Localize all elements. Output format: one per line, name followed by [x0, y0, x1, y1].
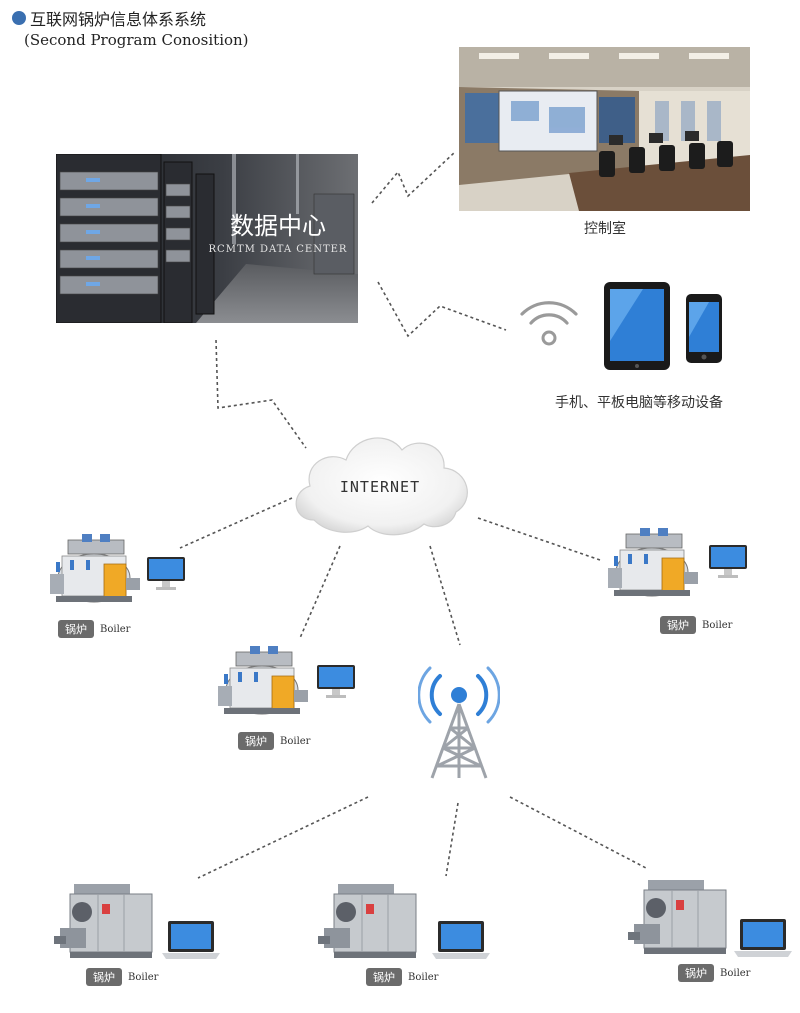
link-tower-boiler-bottom-left [197, 796, 369, 879]
server-rack-icon: 数据中心 RCMTM DATA CENTER [56, 154, 358, 323]
control-room-caption: 控制室 [584, 221, 626, 237]
internet-cloud-icon [295, 437, 468, 536]
laptop-bottom-middle-icon [432, 921, 490, 959]
boiler-bottom-middle-icon [318, 884, 417, 958]
laptop-bottom-right-icon [734, 919, 792, 957]
boiler-tag-cn: 锅炉 [238, 732, 274, 750]
boiler-bottom-right-icon [628, 880, 727, 954]
boiler-left-icon [50, 534, 140, 603]
wifi-icon [520, 301, 578, 346]
link-datacenter-controlroom [371, 151, 456, 204]
boiler-tag-cn: 锅炉 [366, 968, 402, 986]
boiler-tag-cn: 锅炉 [660, 616, 696, 634]
boiler-tag-en: Boiler [702, 619, 733, 631]
monitor-left-icon [147, 557, 185, 590]
control-room-icon [459, 47, 750, 211]
tablet-icon [604, 282, 670, 370]
link-tower-boiler-bottom-middle [445, 802, 459, 877]
boiler-bottom-middle-tag: 锅炉 Boiler [366, 968, 438, 986]
monitor-middle-icon [317, 665, 355, 698]
page-subtitle: (Second Program Conosition) [24, 31, 249, 49]
link-cloud-boiler-left [179, 497, 293, 549]
title-bullet-icon [12, 11, 26, 25]
page-title: 互联网锅炉信息体系系统 [30, 10, 207, 29]
boiler-bottom-right-tag: 锅炉 Boiler [678, 964, 750, 982]
link-tower-boiler-bottom-right [509, 796, 647, 869]
control-room-image [459, 47, 750, 211]
signal-tower-icon [418, 666, 500, 779]
link-datacenter-cloud [215, 339, 307, 449]
boiler-tag-en: Boiler [100, 623, 131, 635]
boiler-tag-cn: 锅炉 [86, 968, 122, 986]
boiler-right-tag: 锅炉 Boiler [660, 616, 732, 634]
link-cloud-tower [429, 545, 461, 646]
boiler-bottom-left-icon [54, 884, 153, 958]
boiler-bottom-left-tag: 锅炉 Boiler [86, 968, 158, 986]
boiler-tag-en: Boiler [128, 971, 159, 983]
phone-icon [686, 294, 722, 363]
link-datacenter-mobile [377, 281, 507, 338]
boiler-tag-en: Boiler [280, 735, 311, 747]
data-center-image: 数据中心 RCMTM DATA CENTER [56, 154, 358, 323]
boiler-middle-icon [218, 646, 308, 715]
data-center-label-cn: 数据中心 [230, 212, 326, 240]
data-center-label-en: RCMTM DATA CENTER [209, 244, 348, 255]
link-cloud-boiler-right [477, 517, 601, 561]
boiler-middle-tag: 锅炉 Boiler [238, 732, 310, 750]
boiler-tag-cn: 锅炉 [58, 620, 94, 638]
boiler-tag-en: Boiler [720, 967, 751, 979]
laptop-bottom-left-icon [162, 921, 220, 959]
mobile-caption: 手机、平板电脑等移动设备 [555, 395, 723, 411]
boiler-tag-en: Boiler [408, 971, 439, 983]
monitor-right-icon [709, 545, 747, 578]
internet-label: INTERNET [339, 478, 421, 496]
link-cloud-boiler-middle [299, 545, 341, 639]
boiler-left-tag: 锅炉 Boiler [58, 620, 130, 638]
boiler-tag-cn: 锅炉 [678, 964, 714, 982]
boiler-right-icon [608, 528, 698, 597]
